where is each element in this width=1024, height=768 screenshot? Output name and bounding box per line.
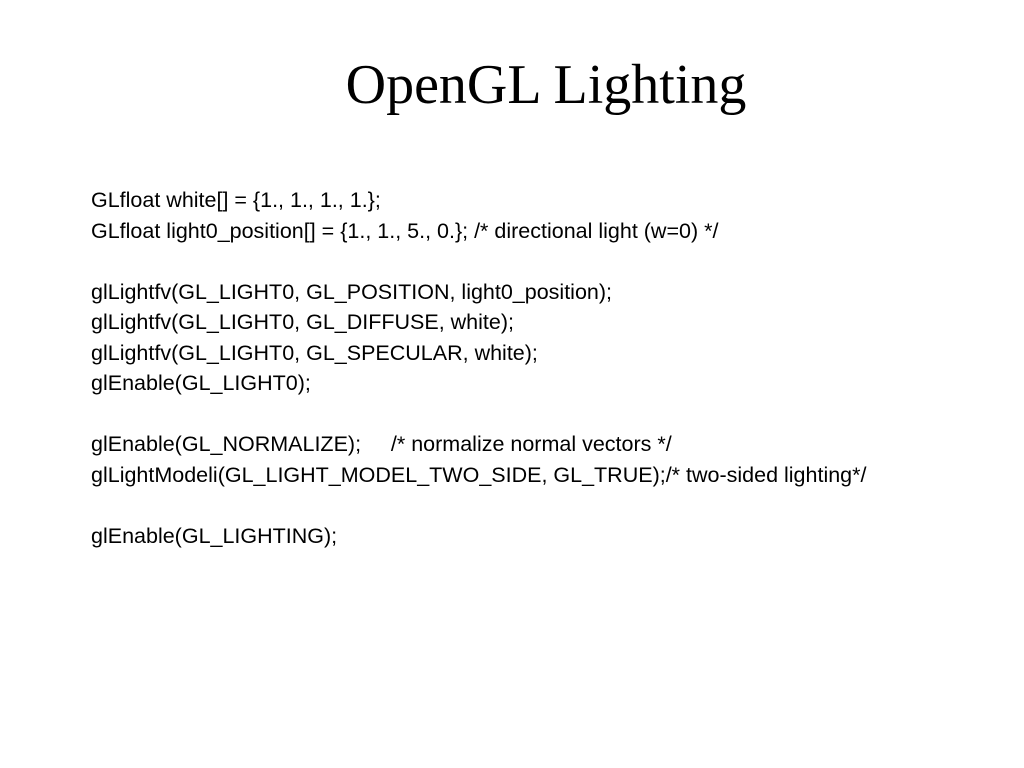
code-blank-line	[91, 399, 1021, 430]
code-line-enable-lighting: glEnable(GL_LIGHTING);	[91, 523, 338, 548]
code-line-white-array: GLfloat white[] = {1., 1., 1., 1.};	[91, 188, 381, 212]
code-line-lightfv-specular: glLightfv(GL_LIGHT0, GL_SPECULAR, white)…	[91, 340, 538, 365]
code-line-enable-light0: glEnable(GL_LIGHT0);	[91, 371, 311, 395]
code-line-enable-normalize: glEnable(GL_NORMALIZE); /* normalize nor…	[91, 432, 672, 456]
code-blank-line	[91, 246, 1021, 277]
code-blank-line	[91, 490, 1021, 521]
code-block: GLfloat white[] = {1., 1., 1., 1.}; GLfl…	[91, 185, 1021, 551]
code-line-light0-position: GLfloat light0_position[] = {1., 1., 5.,…	[91, 218, 719, 243]
code-line-light-model-two-side: glLightModeli(GL_LIGHT_MODEL_TWO_SIDE, G…	[91, 462, 867, 487]
code-line-lightfv-position: glLightfv(GL_LIGHT0, GL_POSITION, light0…	[91, 279, 613, 304]
slide-title: OpenGL Lighting	[345, 54, 747, 116]
code-line-lightfv-diffuse: glLightfv(GL_LIGHT0, GL_DIFFUSE, white);	[91, 310, 514, 334]
